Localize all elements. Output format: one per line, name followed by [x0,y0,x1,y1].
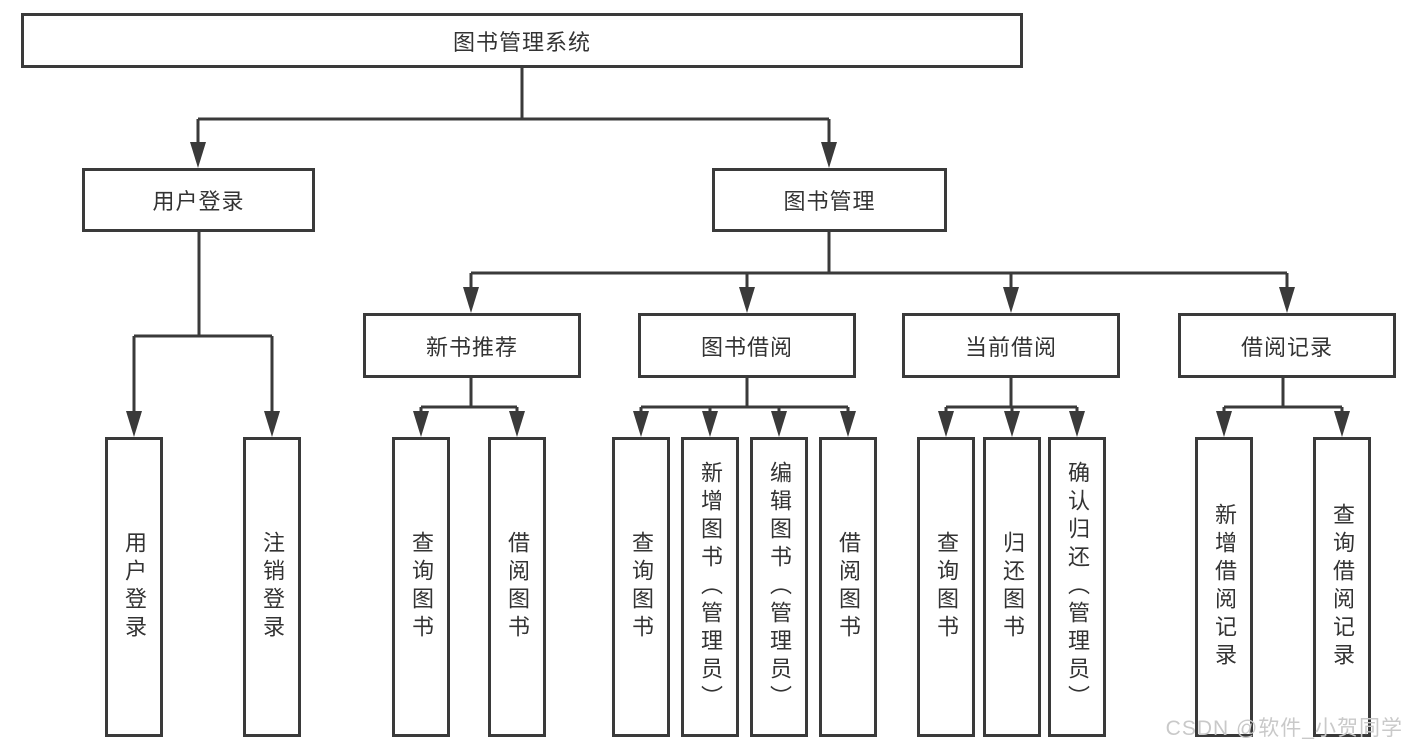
arrowhead-icon [739,287,755,313]
arrowhead-icon [1004,411,1020,437]
arrowhead-icon [840,411,856,437]
leaf-label: 新增借阅记录 [1212,503,1237,671]
leaf-label: 查询图书 [629,531,654,643]
arrowhead-icon [938,411,954,437]
leaf-query-books-current: 查询图书 [917,437,975,737]
leaf-return-books: 归还图书 [983,437,1041,737]
arrowhead-icon [633,411,649,437]
watermark: CSDN @软件_小贺同学 [1165,717,1403,740]
node-label: 新书推荐 [425,334,518,360]
arrowhead-icon [1003,287,1019,313]
leaf-edit-books-admin: 编辑图书（管理员） [750,437,808,737]
node-book-management: 图书管理 [712,168,947,232]
arrowhead-icon [702,411,718,437]
leaf-query-books-borrowing: 查询图书 [612,437,670,737]
leaf-confirm-return-admin: 确认归还（管理员） [1048,437,1106,737]
leaf-label: 归还图书 [1000,531,1025,643]
leaf-logout-login: 注销登录 [243,437,301,737]
leaf-label: 确认归还（管理员） [1065,461,1090,713]
node-borrowing-records: 借阅记录 [1178,313,1396,378]
node-current-borrowing: 当前借阅 [902,313,1120,378]
arrowhead-icon [264,411,280,437]
arrowhead-icon [771,411,787,437]
node-label: 当前借阅 [964,334,1057,360]
leaf-user-login: 用户登录 [105,437,163,737]
leaf-label: 新增图书（管理员） [698,461,723,713]
arrowhead-icon [1279,287,1295,313]
leaf-borrow-books-recommend: 借阅图书 [488,437,546,737]
leaf-add-borrow-record: 新增借阅记录 [1195,437,1253,737]
node-label: 图书管理 [783,189,876,214]
arrowheads [126,142,1350,437]
arrowhead-icon [1069,411,1085,437]
node-user-login: 用户登录 [82,168,315,232]
leaf-label: 用户登录 [122,531,147,643]
arrowhead-icon [413,411,429,437]
leaf-query-borrow-record: 查询借阅记录 [1313,437,1371,737]
node-label: 图书管理系统 [452,29,591,55]
node-label: 用户登录 [152,189,245,214]
arrowhead-icon [1216,411,1232,437]
leaf-add-books-admin: 新增图书（管理员） [681,437,739,737]
node-new-book-recommendation: 新书推荐 [363,313,581,378]
arrowhead-icon [126,411,142,437]
leaf-label: 编辑图书（管理员） [767,461,792,713]
leaf-label: 查询图书 [409,531,434,643]
node-label: 借阅记录 [1240,334,1333,360]
arrowhead-icon [190,142,206,168]
arrowhead-icon [821,142,837,168]
arrowhead-icon [509,411,525,437]
leaf-label: 借阅图书 [505,531,530,643]
leaf-label: 查询借阅记录 [1330,503,1355,671]
leaf-borrow-books: 借阅图书 [819,437,877,737]
arrowhead-icon [463,287,479,313]
leaf-label: 注销登录 [260,531,285,643]
node-library-management-system: 图书管理系统 [21,13,1023,68]
leaf-label: 借阅图书 [836,531,861,643]
leaf-label: 查询图书 [934,531,959,643]
leaf-query-books-recommend: 查询图书 [392,437,450,737]
node-label: 图书借阅 [700,334,793,360]
node-book-borrowing: 图书借阅 [638,313,856,378]
arrowhead-icon [1334,411,1350,437]
